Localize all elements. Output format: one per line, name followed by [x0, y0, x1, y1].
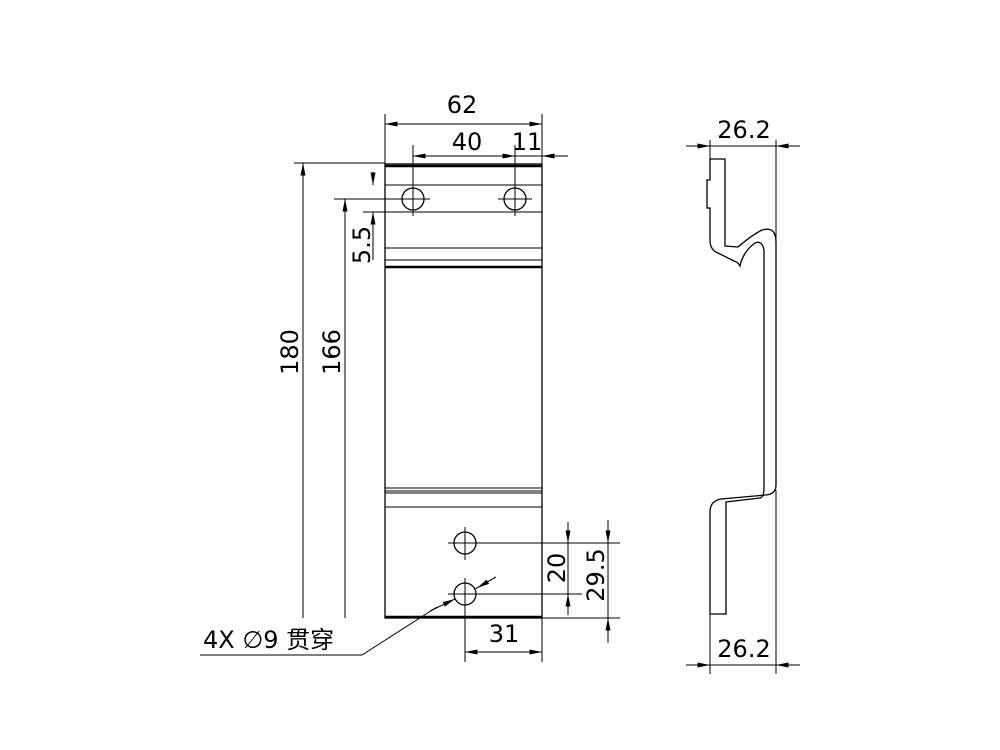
side-view	[706, 158, 777, 615]
dim-lower-hole-height: 29.5	[582, 548, 610, 601]
dim-total-height: 180	[276, 329, 304, 375]
front-view	[384, 163, 543, 619]
dim-depth-bottom: 26.2	[717, 635, 770, 663]
dim-top-offset: 5.5	[348, 226, 376, 264]
dim-width: 62	[447, 91, 478, 119]
dim-depth-top: 26.2	[717, 116, 770, 144]
side-profile	[706, 158, 777, 615]
dim-hole-height: 166	[318, 329, 346, 375]
side-dimensions: 26.2 26.2	[686, 116, 800, 674]
dim-hole-spacing: 40	[452, 128, 483, 156]
hole-note: 4X ∅9 贯穿	[203, 626, 334, 654]
hole-callout-leader	[200, 576, 497, 656]
plate-outline	[384, 163, 543, 619]
dim-lower-hole-spacing: 20	[543, 553, 571, 584]
dim-hole-edge: 11	[512, 128, 543, 156]
front-dimensions: 62 40 11 180 166 5.5 20 29.5 31	[200, 91, 620, 662]
dim-lower-hole-edge: 31	[489, 620, 520, 648]
